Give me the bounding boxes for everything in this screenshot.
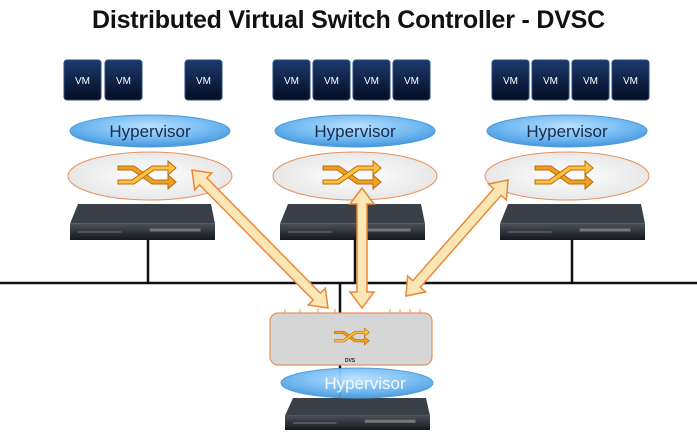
vm-label: VM: [583, 76, 598, 87]
control-arrow-host-2: [348, 186, 376, 310]
vm-label: VM: [503, 76, 518, 87]
host-2: VM VM VM VM Hypervisor: [272, 59, 438, 283]
control-arrow-host-3: [405, 179, 509, 297]
server-icon: [280, 204, 425, 240]
controller-node: DVS Hypervisor: [269, 283, 434, 430]
vm-label: VM: [364, 76, 379, 87]
vm-label: VM: [116, 76, 131, 87]
diagram-title: Distributed Virtual Switch Controller - …: [91, 6, 605, 34]
vm-box: VM: [352, 59, 391, 101]
vm-box: VM: [392, 59, 431, 101]
hypervisor-ellipse: [69, 114, 231, 148]
vm-label: VM: [324, 76, 339, 87]
vm-box: VM: [63, 59, 102, 101]
controller-hypervisor-label: Hypervisor: [324, 374, 406, 393]
server-icon: [70, 204, 215, 240]
server-icon: [285, 398, 430, 430]
host-3: VM VM VM VM Hypervisor: [484, 59, 650, 283]
control-arrow-host-1: [191, 169, 329, 309]
hypervisor-label: Hypervisor: [526, 122, 608, 141]
virtual-switch-ellipse: [272, 151, 438, 201]
switch-icon: [534, 159, 594, 191]
dvs-label: DVS: [345, 358, 356, 364]
vm-box: VM: [312, 59, 351, 101]
switch-icon: [334, 327, 370, 346]
virtual-switch-ellipse: [484, 151, 650, 201]
vm-box: VM: [611, 59, 650, 101]
controller-hypervisor-ellipse: [280, 367, 434, 399]
hypervisor-label: Hypervisor: [109, 122, 191, 141]
vm-box: VM: [491, 59, 530, 101]
vm-box: VM: [104, 59, 143, 101]
vm-box: VM: [571, 59, 610, 101]
vm-label: VM: [284, 76, 299, 87]
hypervisor-ellipse: [486, 114, 648, 148]
switch-icon: [117, 159, 177, 191]
hypervisor-label: Hypervisor: [314, 122, 396, 141]
vm-label: VM: [404, 76, 419, 87]
vm-label: VM: [75, 76, 90, 87]
switch-icon: [322, 159, 382, 191]
vm-box: VM: [531, 59, 570, 101]
vm-box: VM: [272, 59, 311, 101]
virtual-switch-ellipse: [67, 151, 233, 201]
vm-box: VM: [184, 59, 223, 101]
host-1: VM VM VM Hypervisor: [63, 59, 233, 283]
server-icon: [500, 204, 645, 240]
vm-label: VM: [623, 76, 638, 87]
vm-label: VM: [543, 76, 558, 87]
vm-label: VM: [196, 76, 211, 87]
hypervisor-ellipse: [274, 114, 436, 148]
